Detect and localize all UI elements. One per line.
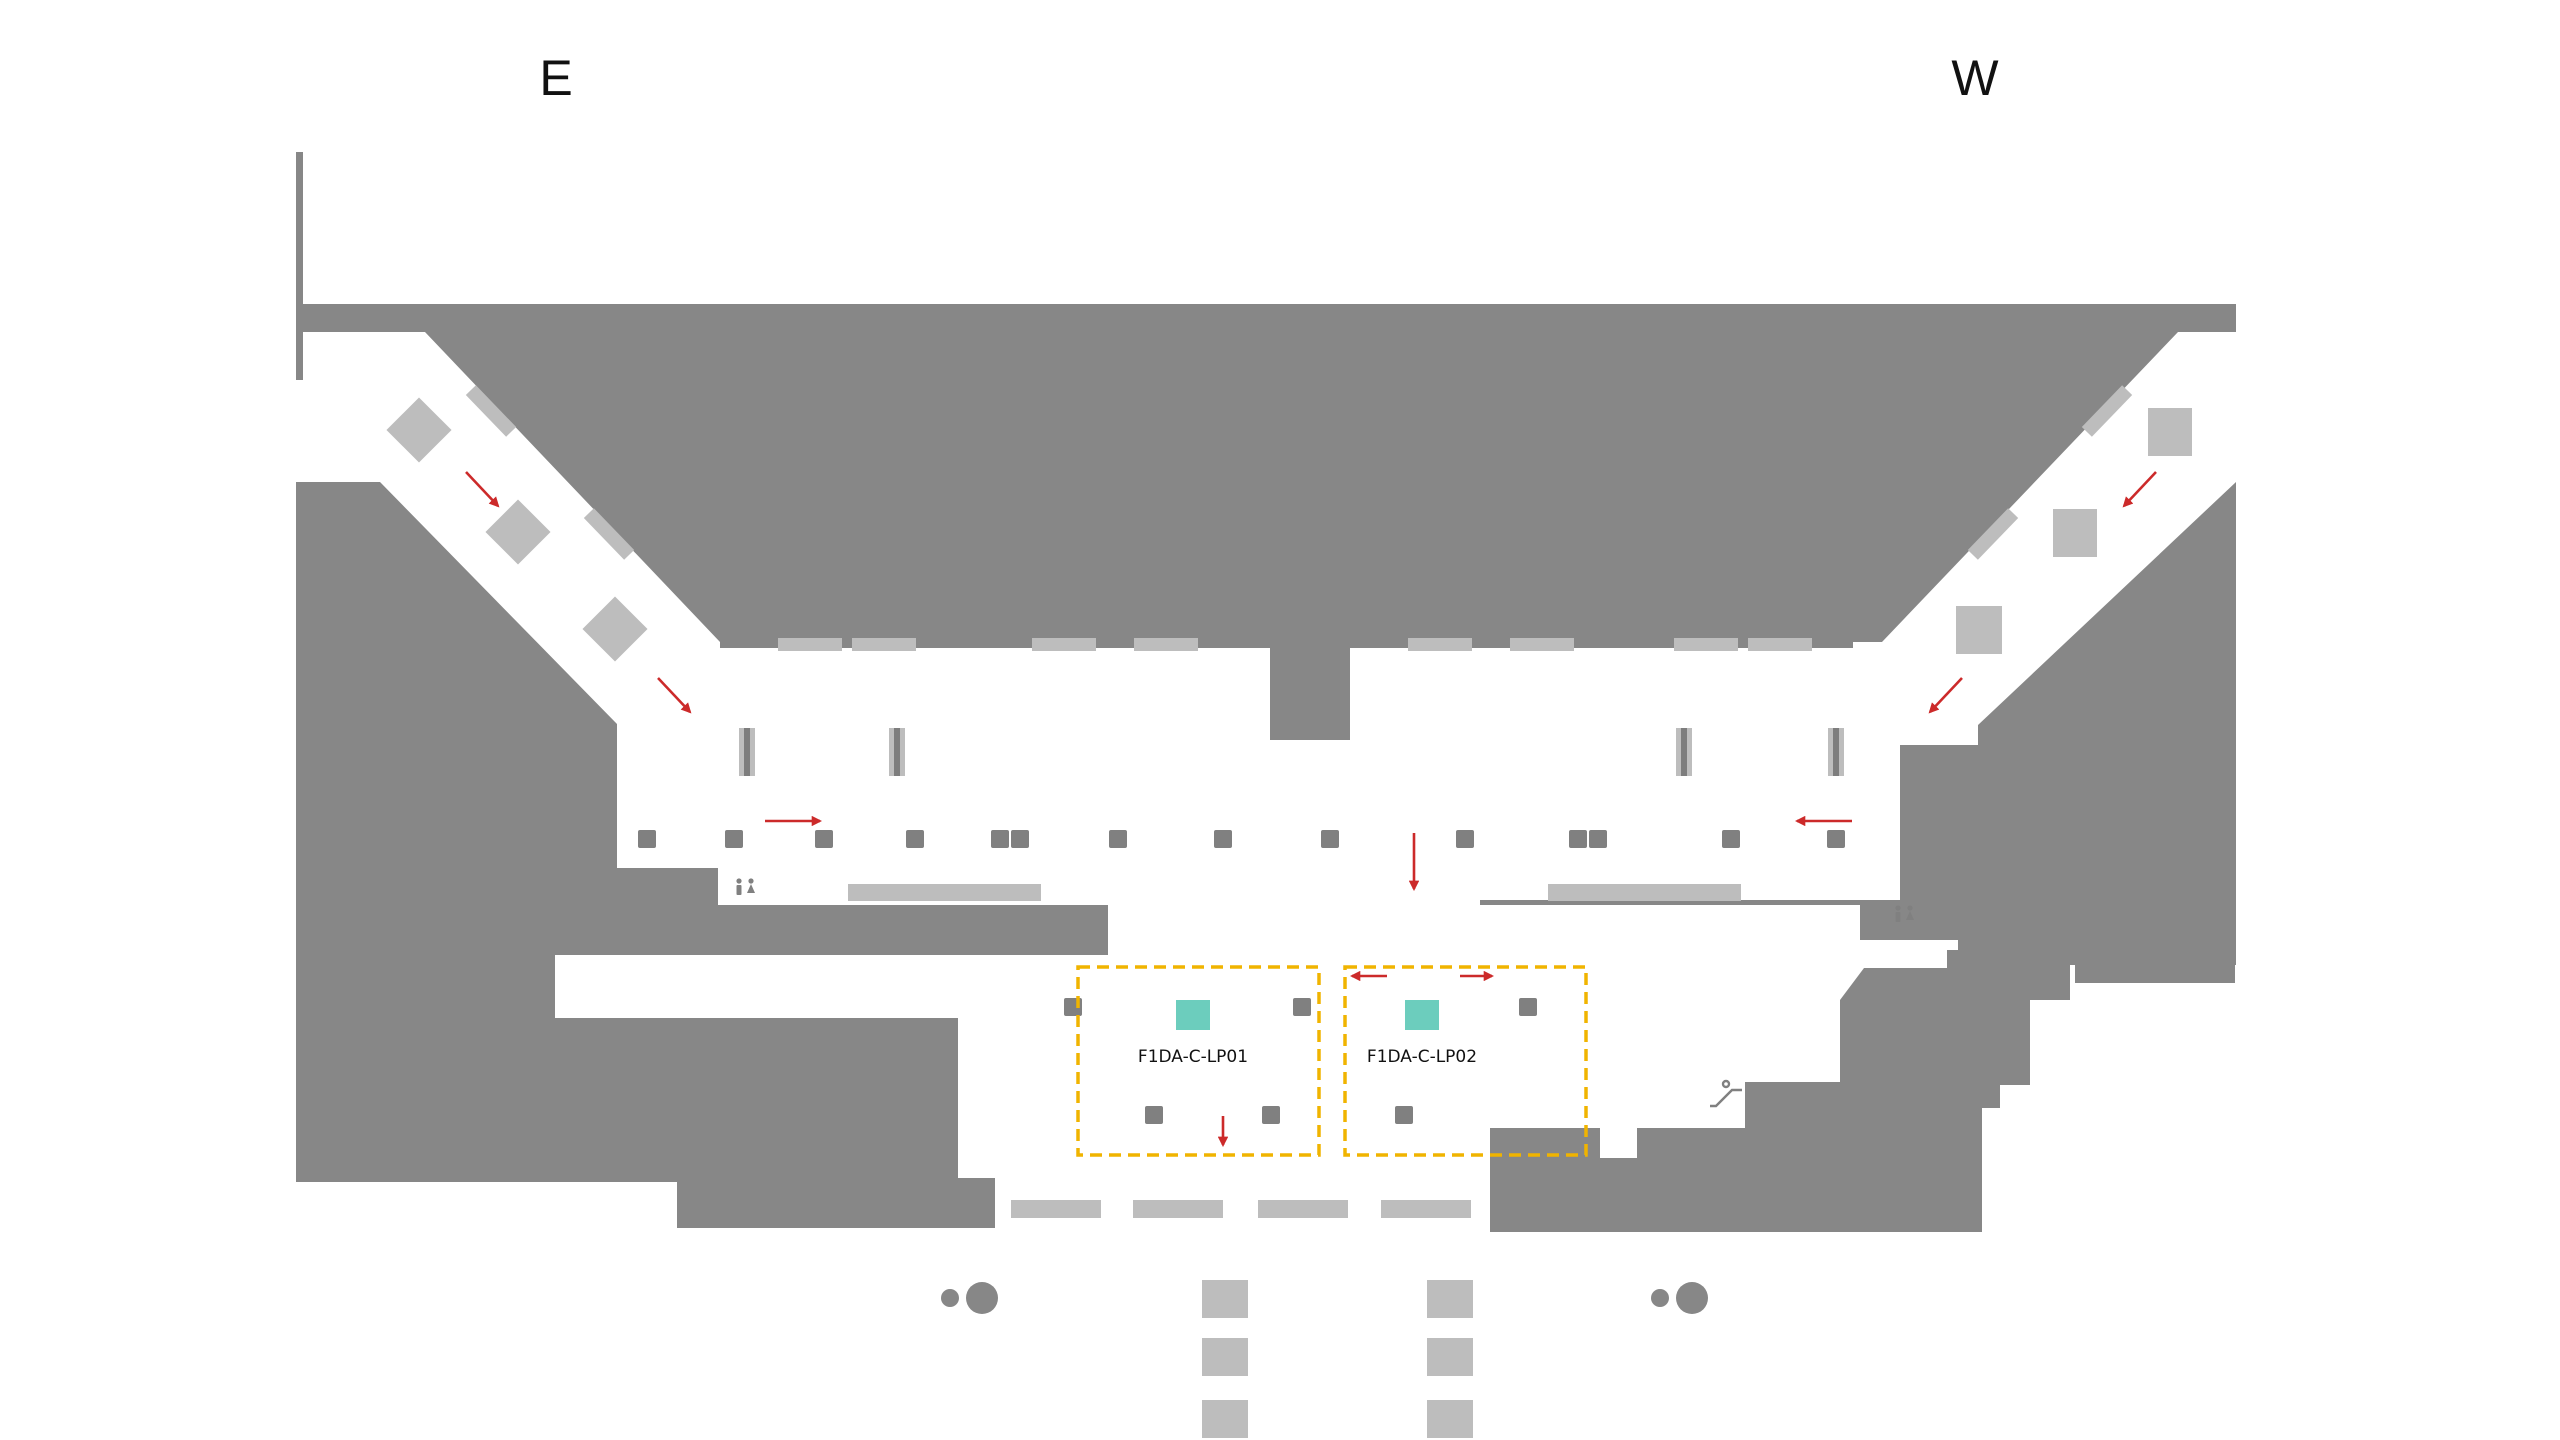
pillar <box>1214 830 1232 848</box>
gate-post-stripe <box>1681 728 1687 776</box>
escalator-icon-rail <box>1710 1088 1742 1108</box>
compass-west-label: W <box>1951 50 1999 106</box>
gate-post-stripe <box>894 728 900 776</box>
pillar <box>1569 830 1587 848</box>
pillar <box>991 830 1009 848</box>
entrance-mat <box>1381 1200 1471 1218</box>
crosswalk-block <box>1427 1280 1473 1318</box>
kiosk <box>582 596 648 662</box>
kiosk <box>2148 408 2192 456</box>
pillars <box>638 830 1845 1124</box>
crosswalk-block <box>1427 1338 1473 1376</box>
restroom-icon-head-b <box>748 878 754 884</box>
restroom-icon <box>1895 905 1914 922</box>
building-structure <box>296 152 2236 1232</box>
east-wing-block <box>1480 482 2236 1232</box>
restroom-icon-body-a <box>736 885 742 895</box>
bench <box>2081 385 2133 437</box>
gate-counter <box>852 638 916 651</box>
pillar <box>1395 1106 1413 1124</box>
bollard-large <box>1676 1282 1708 1314</box>
direction-arrow-icon <box>657 677 692 714</box>
pillar <box>1109 830 1127 848</box>
entrance-mat <box>1011 1200 1101 1218</box>
gate-post-stripe <box>744 728 750 776</box>
compass-east-label: E <box>539 50 572 106</box>
zone-lp02-boundary <box>1343 965 1588 1157</box>
fixtures <box>386 385 2192 1438</box>
west-wing-block <box>296 482 1108 1182</box>
pillar <box>1321 830 1339 848</box>
zone-lp02[interactable]: F1DA-C-LP02 <box>1343 965 1588 1157</box>
restroom-icon-head-a <box>1895 905 1901 911</box>
bollard-small <box>941 1289 959 1307</box>
escalator-icon <box>1710 1079 1742 1108</box>
zone-lp01-marker <box>1176 1000 1210 1030</box>
east-upper-block <box>2075 933 2235 983</box>
zone-lp01-label: F1DA-C-LP01 <box>1138 1047 1248 1067</box>
bench <box>465 385 517 437</box>
escalator-icon-rider <box>1721 1079 1731 1089</box>
gate-counter <box>1408 638 1472 651</box>
pillar <box>1145 1106 1163 1124</box>
pillar <box>1589 830 1607 848</box>
gate-post-stripe <box>1833 728 1839 776</box>
pillar <box>1011 830 1029 848</box>
gate-counter <box>1134 638 1198 651</box>
long-counter <box>848 884 1041 901</box>
crosswalk-block <box>1202 1338 1248 1376</box>
zone-lp01[interactable]: F1DA-C-LP01 <box>1076 965 1321 1157</box>
bollard-large <box>966 1282 998 1314</box>
pillar <box>725 830 743 848</box>
gate-counter <box>1748 638 1812 651</box>
zone-lp02-label: F1DA-C-LP02 <box>1367 1047 1477 1067</box>
direction-arrow-icon <box>465 471 500 508</box>
restroom-icon-head-b <box>1907 905 1913 911</box>
upper-core-block <box>303 304 2236 648</box>
gate-counter <box>1674 638 1738 651</box>
restroom-icon-body-a <box>1895 912 1901 922</box>
gate-counter <box>778 638 842 651</box>
direction-arrow-icon <box>2122 471 2157 508</box>
pillar <box>906 830 924 848</box>
west-lower-block <box>677 1178 995 1228</box>
entrance-mat <box>1258 1200 1348 1218</box>
zone-lp02-marker <box>1405 1000 1439 1030</box>
south-center-block <box>958 1182 995 1228</box>
pillar <box>815 830 833 848</box>
crosswalk-block <box>1427 1400 1473 1438</box>
direction-arrows <box>465 471 2157 1148</box>
bench <box>1967 508 2019 560</box>
pillar <box>1722 830 1740 848</box>
kiosk <box>485 499 551 565</box>
bench <box>583 508 635 560</box>
restroom-icon-body-b <box>1906 911 1914 920</box>
restroom-icon-head-a <box>736 878 742 884</box>
central-core-stub <box>1270 648 1350 740</box>
pillar <box>638 830 656 848</box>
gate-post-stripes <box>744 728 1839 776</box>
kiosk <box>1956 606 2002 654</box>
entrance-mat <box>1133 1200 1223 1218</box>
crosswalk-block <box>1202 1280 1248 1318</box>
restroom-icon-body-b <box>747 884 755 893</box>
gate-counter <box>1510 638 1574 651</box>
pillar <box>1262 1106 1280 1124</box>
bollards <box>941 1282 1708 1314</box>
zone-lp01-boundary <box>1076 965 1321 1157</box>
kiosk <box>386 397 452 463</box>
pillar <box>1293 998 1311 1016</box>
gate-counter <box>1032 638 1096 651</box>
kiosk <box>2053 509 2097 557</box>
crosswalk-block <box>1202 1400 1248 1438</box>
direction-arrow-icon <box>1928 677 1963 714</box>
restroom-icon <box>736 878 755 895</box>
pillar <box>1456 830 1474 848</box>
bollard-small <box>1651 1289 1669 1307</box>
pillar <box>1827 830 1845 848</box>
pillar <box>1519 998 1537 1016</box>
left-boundary-post <box>296 152 303 380</box>
long-counter <box>1548 884 1741 901</box>
